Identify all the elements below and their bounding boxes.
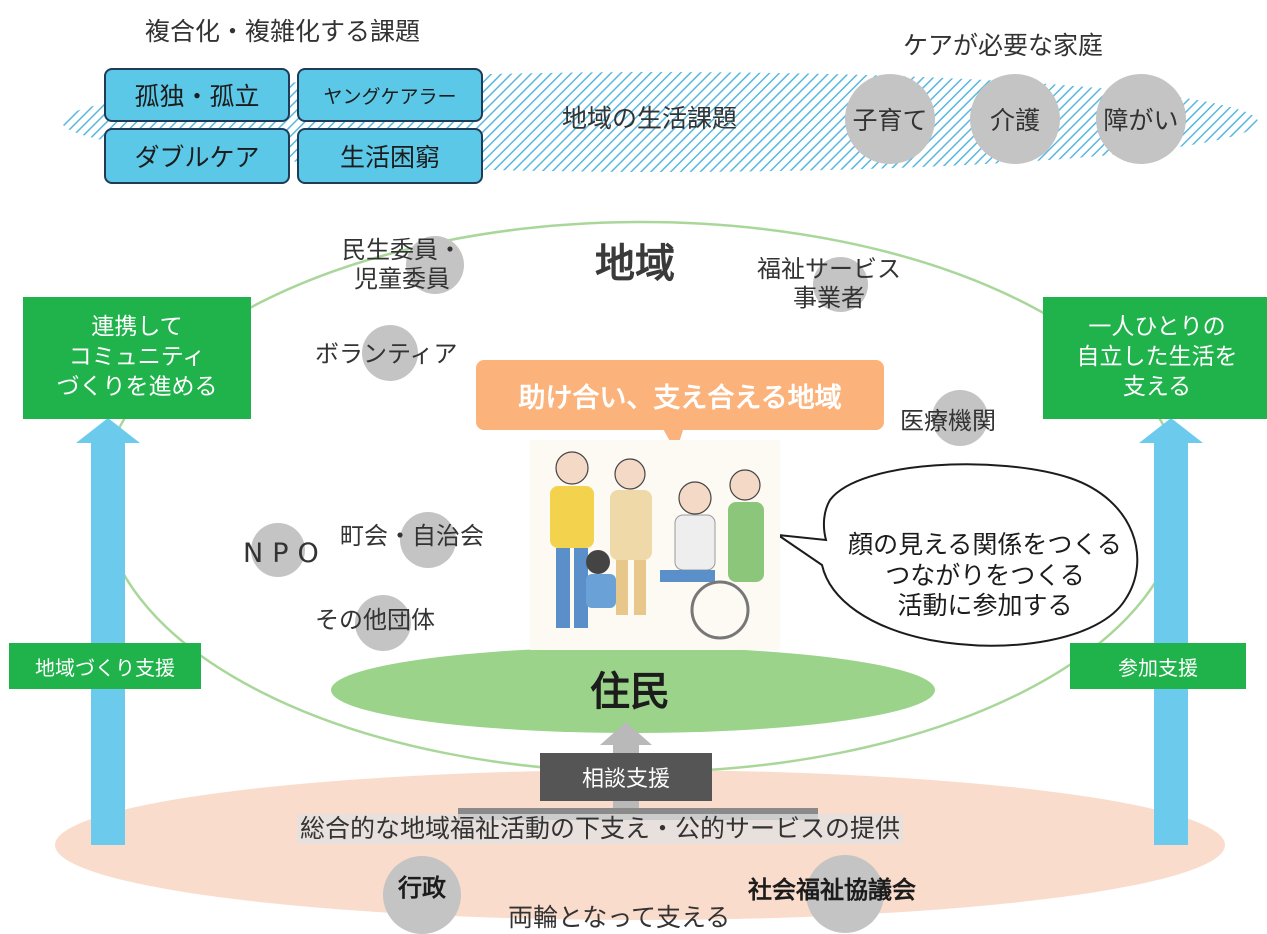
left-goal-box: 連携して コミュニティ づくりを進める — [23, 297, 251, 419]
slogan-text: 助け合い、支え合える地域 — [518, 382, 842, 414]
issue-young-carer: ヤングケアラー — [297, 68, 483, 122]
left-up-arrow — [76, 418, 140, 845]
care-childcare: 子育て — [845, 74, 935, 164]
town-assoc-label: 町会・自治会 — [340, 522, 484, 550]
minsei-dot — [406, 236, 464, 294]
right-up-arrow — [1139, 418, 1203, 845]
right-goal-box: 一人ひとりの 自立した生活を 支える — [1043, 297, 1267, 419]
consult-support-box: 相談支援 — [540, 753, 712, 801]
residents-illustration — [530, 440, 780, 650]
gov-circle: 行政 — [383, 856, 461, 934]
minsei-label: 民生委員・ 児童委員 — [342, 236, 462, 293]
volunteer-dot — [362, 325, 418, 381]
consult-support-label: 相談支援 — [581, 767, 670, 792]
speech-text: 顔の見える関係をつくる つながりをつくる 活動に参加する — [830, 530, 1140, 622]
other-groups-label: その他団体 — [315, 606, 435, 634]
care-disability: 障がい — [1096, 74, 1186, 164]
medical-label: 医療機関 — [900, 407, 996, 435]
town-assoc-dot — [400, 512, 456, 568]
care-childcare-label: 子育て — [852, 106, 928, 135]
npo-label: NPO — [243, 538, 328, 569]
welfare-service-dot — [813, 257, 868, 312]
speech-bubble — [777, 463, 1139, 647]
residents-label: 住民 — [590, 669, 670, 715]
council-label: 社会福祉協議会 — [748, 876, 916, 904]
care-nursing-label: 介護 — [989, 106, 1040, 135]
issue-poverty: 生活困窮 — [297, 128, 483, 184]
foundation-ellipse — [55, 770, 1225, 920]
participation-support-tag: 参加支援 — [1070, 643, 1246, 689]
speech-line-2: つながりをつくる — [885, 560, 1085, 590]
medical-dot — [932, 390, 988, 446]
foundation-label: 総合的な地域福祉活動の下支え・公的サービスの提供 — [297, 814, 904, 844]
care-nursing: 介護 — [970, 74, 1060, 164]
npo-dot — [251, 523, 305, 577]
issue-loneliness: 孤独・孤立 — [104, 68, 290, 122]
gov-label: 行政 — [398, 873, 446, 902]
community-title: 地域 — [595, 241, 675, 287]
life-issues-label: 地域の生活課題 — [562, 104, 738, 133]
residents-ellipse — [331, 647, 935, 733]
speech-line-1: 顔の見える関係をつくる — [848, 530, 1122, 559]
community-building-support-tag: 地域づくり支援 — [9, 643, 201, 689]
council-circle — [806, 855, 884, 933]
other-groups-dot — [355, 595, 411, 651]
slogan-banner: 助け合い、支え合える地域 — [476, 360, 884, 430]
care-disability-label: 障がい — [1103, 106, 1179, 135]
complex-issues-title: 複合化・複雑化する課題 — [145, 17, 421, 46]
issue-double-care: ダブルケア — [104, 128, 290, 184]
volunteer-label: ボランティア — [315, 340, 458, 368]
link-label: 両輪となって支える — [508, 903, 731, 932]
welfare-service-label: 福祉サービス 事業者 — [757, 255, 901, 312]
care-families-title: ケアが必要な家庭 — [903, 31, 1104, 60]
speech-line-3: 活動に参加する — [897, 591, 1073, 620]
